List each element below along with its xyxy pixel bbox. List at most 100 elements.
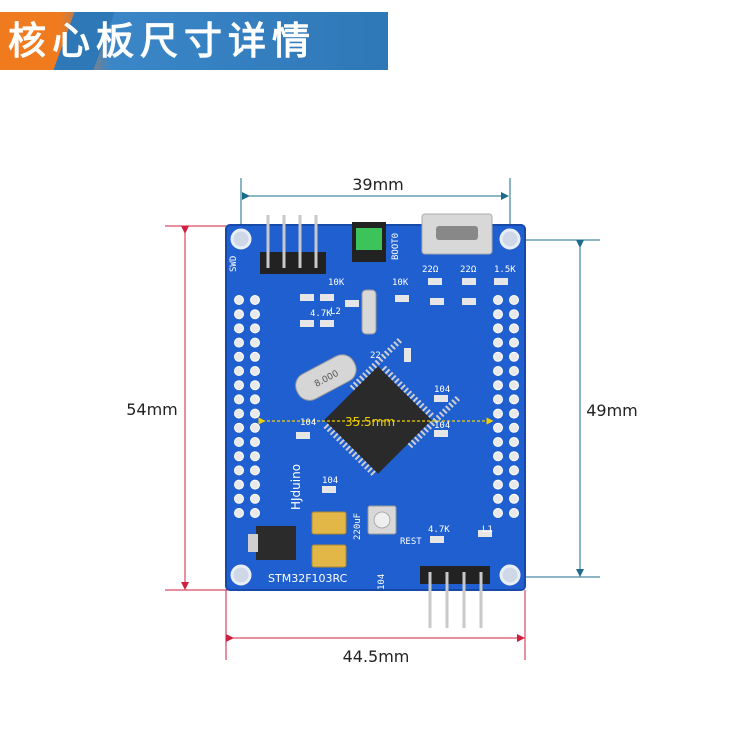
label-22-a: 22Ω (422, 265, 439, 275)
regulator-tab (248, 534, 258, 552)
header-hole (234, 323, 244, 334)
chip-pin (323, 423, 330, 430)
header-hole (234, 508, 244, 518)
voltage-regulator (256, 526, 296, 560)
chip-pin (355, 378, 362, 385)
header-hole (234, 479, 244, 490)
chip-pin (445, 405, 451, 411)
chip-pin (412, 396, 419, 403)
header-hole (234, 408, 244, 419)
chip-pin (451, 399, 457, 405)
header-hole (234, 380, 244, 391)
header-hole (250, 394, 260, 405)
chip-pin (390, 374, 397, 381)
header-hole (509, 337, 519, 348)
chip-pin (339, 439, 345, 445)
label-1-5k: 1.5K (494, 265, 516, 275)
chip-pin (368, 365, 375, 372)
boot-jumper (356, 228, 382, 250)
chip-pin (454, 395, 461, 402)
chip-pin (326, 426, 333, 433)
header-hole (509, 493, 519, 504)
chip-pin (367, 467, 373, 473)
pcb-board: SWD BOOT0 10K 10K 22Ω 22Ω 1.5K (225, 213, 526, 628)
label-220uf: 220uF (353, 513, 363, 540)
swd-pins (266, 215, 318, 268)
chip-pin (332, 432, 339, 439)
header-hole (234, 437, 244, 447)
chip-pin (387, 371, 394, 378)
label-104-d: 104 (322, 476, 338, 486)
header-hole (493, 437, 503, 447)
chip-pin (420, 430, 426, 436)
chip-pin (426, 423, 433, 430)
right-header (493, 295, 519, 518)
chip-pin (384, 368, 391, 375)
chip-pin (383, 350, 390, 357)
label-104-e: 104 (377, 574, 387, 590)
header-hole (250, 309, 260, 320)
chip-pin (407, 442, 414, 449)
chip-pin (371, 362, 378, 369)
chip-pin (438, 411, 445, 418)
chip-pin (448, 402, 454, 408)
label-22-b: 22Ω (460, 265, 477, 275)
chip-pin (441, 408, 448, 415)
header-hole (250, 451, 260, 462)
header-hole (509, 479, 519, 490)
header-hole (493, 479, 503, 490)
chip-pin (359, 375, 365, 381)
smd-components (296, 278, 508, 543)
chip-pin (374, 359, 381, 366)
usb-port (436, 226, 478, 240)
header-hole (493, 493, 503, 504)
header-hole (250, 422, 260, 433)
header-hole (493, 508, 503, 518)
header-hole (509, 451, 519, 462)
header-hole (250, 408, 260, 419)
header-hole (234, 422, 244, 433)
header-hole (250, 479, 260, 490)
chip-pin (428, 412, 434, 418)
chip-pin (421, 405, 428, 412)
header-hole (493, 366, 503, 376)
header-hole (509, 422, 519, 433)
chip-pin (387, 347, 393, 353)
chip-pin (365, 369, 371, 375)
header-hole (250, 508, 260, 518)
header-hole (509, 323, 519, 334)
chip-pin (349, 384, 356, 391)
chip-pin (380, 353, 387, 360)
label-104-b: 104 (434, 385, 450, 395)
model-label: STM32F103RC (268, 572, 348, 585)
dim-inner-label: 35.5mm (345, 415, 395, 429)
header-hole (234, 351, 244, 362)
header-hole (509, 394, 519, 405)
chip-pin (352, 381, 359, 388)
dim-bottom-label: 44.5mm (343, 647, 410, 666)
header-hole (234, 394, 244, 405)
label-l2: L2 (330, 307, 341, 317)
header-hole (509, 309, 519, 320)
chip-pin (415, 399, 422, 406)
chip-pin (351, 451, 358, 458)
header-hole (493, 465, 503, 476)
chip-pin (357, 457, 364, 464)
header-hole (250, 337, 260, 348)
swd-header (260, 252, 326, 274)
header-hole (234, 465, 244, 476)
dim-right-label: 49mm (586, 401, 638, 420)
header-hole (250, 323, 260, 334)
header-hole (234, 337, 244, 348)
bottom-header (420, 566, 490, 584)
header-hole (493, 408, 503, 419)
header-hole (234, 309, 244, 320)
header-hole (509, 295, 519, 305)
chip-pin (348, 448, 355, 455)
dimension-top: 39mm (240, 175, 511, 225)
header-hole (509, 465, 519, 476)
header-hole (509, 351, 519, 362)
header-hole (234, 295, 244, 305)
tantalum-cap-b (311, 544, 347, 568)
label-10k-a: 10K (328, 278, 345, 288)
